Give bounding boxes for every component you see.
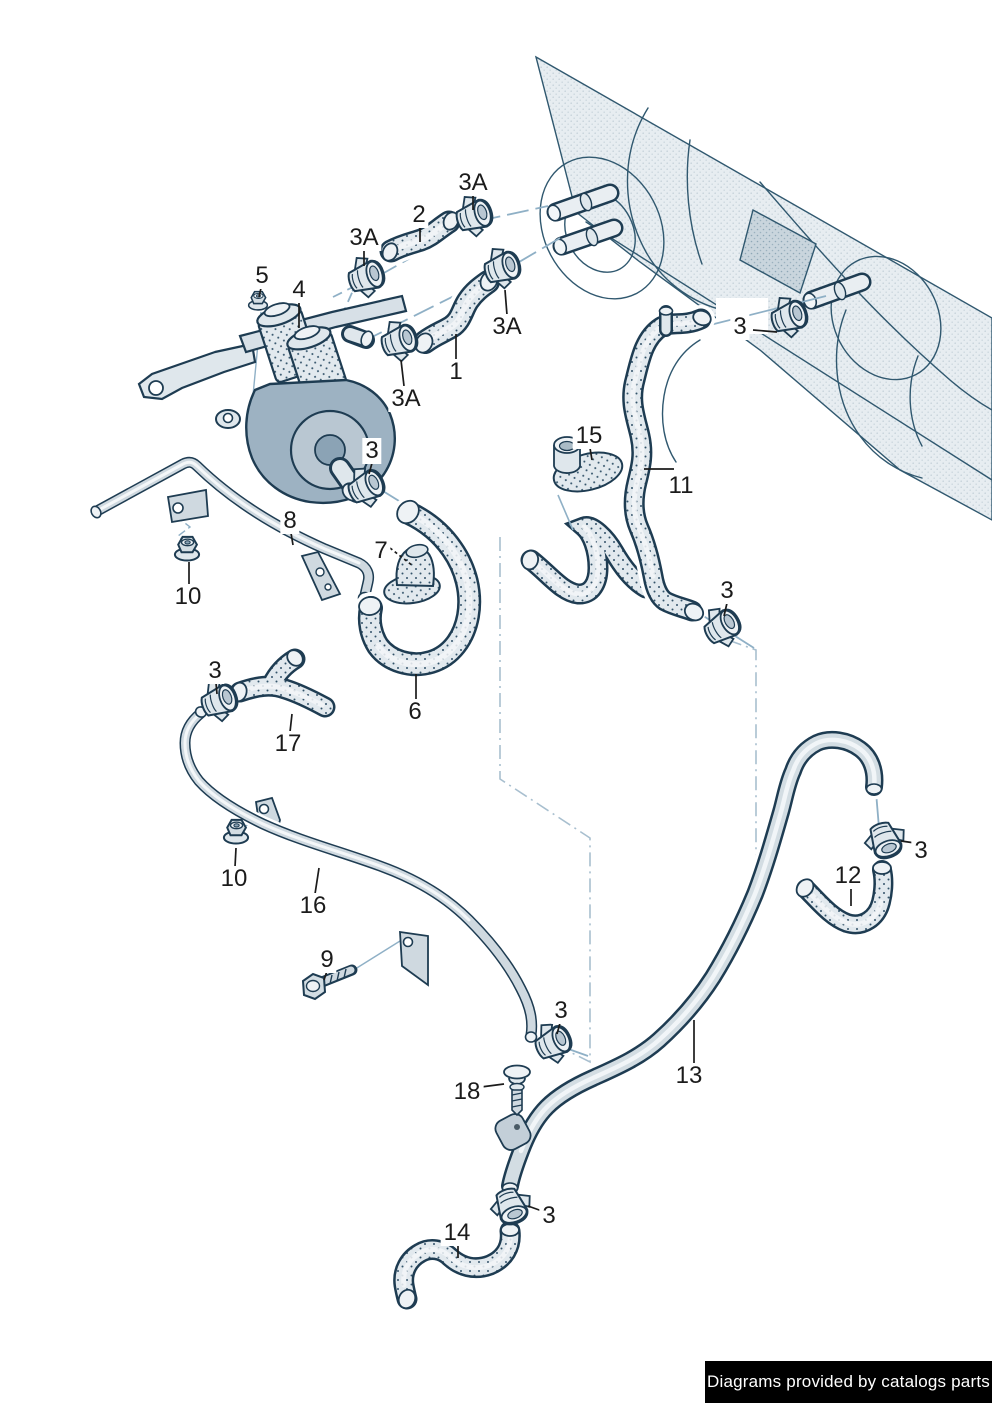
callout-9: 9 (317, 947, 337, 973)
callout-3-2: 3 (362, 438, 382, 464)
callout-3-7: 3 (539, 1203, 559, 1229)
hose-17 (226, 645, 339, 721)
hose-1 (409, 266, 504, 358)
hose-clamp-icon (859, 815, 912, 865)
coolant-pipe-16 (176, 705, 540, 1043)
watermark-text: Diagrams provided by catalogs parts (707, 1372, 990, 1391)
callout-4: 4 (289, 277, 309, 303)
boundary-dashdot-lines (499, 537, 773, 1064)
callout-3-4: 3 (717, 578, 737, 604)
callout-3-3: 3 (205, 658, 225, 684)
callout-12: 12 (831, 863, 865, 889)
callout-10-2: 10 (217, 866, 251, 892)
hose-11 (517, 305, 715, 625)
grommet-15 (552, 436, 624, 531)
callout-3a-4: 3A (489, 314, 525, 340)
hose-mount-tab (494, 1113, 532, 1151)
callout-10-1: 10 (171, 584, 205, 610)
callout-14: 14 (440, 1220, 474, 1246)
bolt-9 (301, 964, 358, 1001)
callout-17: 17 (271, 731, 305, 757)
panel-window-cutout (739, 208, 817, 295)
vehicle-body-outline (534, 55, 992, 521)
callout-16: 16 (296, 893, 330, 919)
callout-5: 5 (252, 263, 272, 289)
callout-2: 2 (409, 202, 429, 228)
hose-6 (353, 497, 486, 681)
grommet-7 (383, 543, 441, 605)
bleed-stub (658, 305, 674, 337)
callout-15: 15 (572, 423, 606, 449)
push-pin-retainer-18 (503, 1064, 531, 1117)
flange-nut-10a (173, 535, 201, 562)
flange-nut-5 (247, 290, 269, 311)
watermark-bar: Diagrams provided by catalogs parts (705, 1361, 992, 1403)
callout-3a-2: 3A (455, 170, 491, 196)
hose-clamp-icon (375, 314, 424, 367)
callout-3a-1: 3A (346, 225, 382, 251)
coolant-pipe-8 (89, 454, 377, 605)
callout-11: 11 (665, 473, 697, 499)
callout-13: 13 (672, 1063, 706, 1089)
flange-nut-10b (222, 818, 250, 845)
callout-3a-3: 3A (388, 386, 424, 412)
hose-13 (494, 727, 887, 1199)
hose-14 (389, 1217, 525, 1313)
callout-3-1: 3 (730, 314, 750, 340)
callout-6: 6 (405, 699, 425, 725)
pipe-bracket (166, 488, 209, 524)
callout-8: 8 (280, 508, 300, 534)
callout-1: 1 (446, 359, 466, 385)
callout-3-6: 3 (911, 838, 931, 864)
callout-3-5: 3 (551, 998, 571, 1024)
callout-18: 18 (450, 1079, 484, 1105)
callout-7: 7 (371, 538, 391, 564)
hose-12 (792, 856, 897, 938)
hose-2 (376, 207, 464, 266)
